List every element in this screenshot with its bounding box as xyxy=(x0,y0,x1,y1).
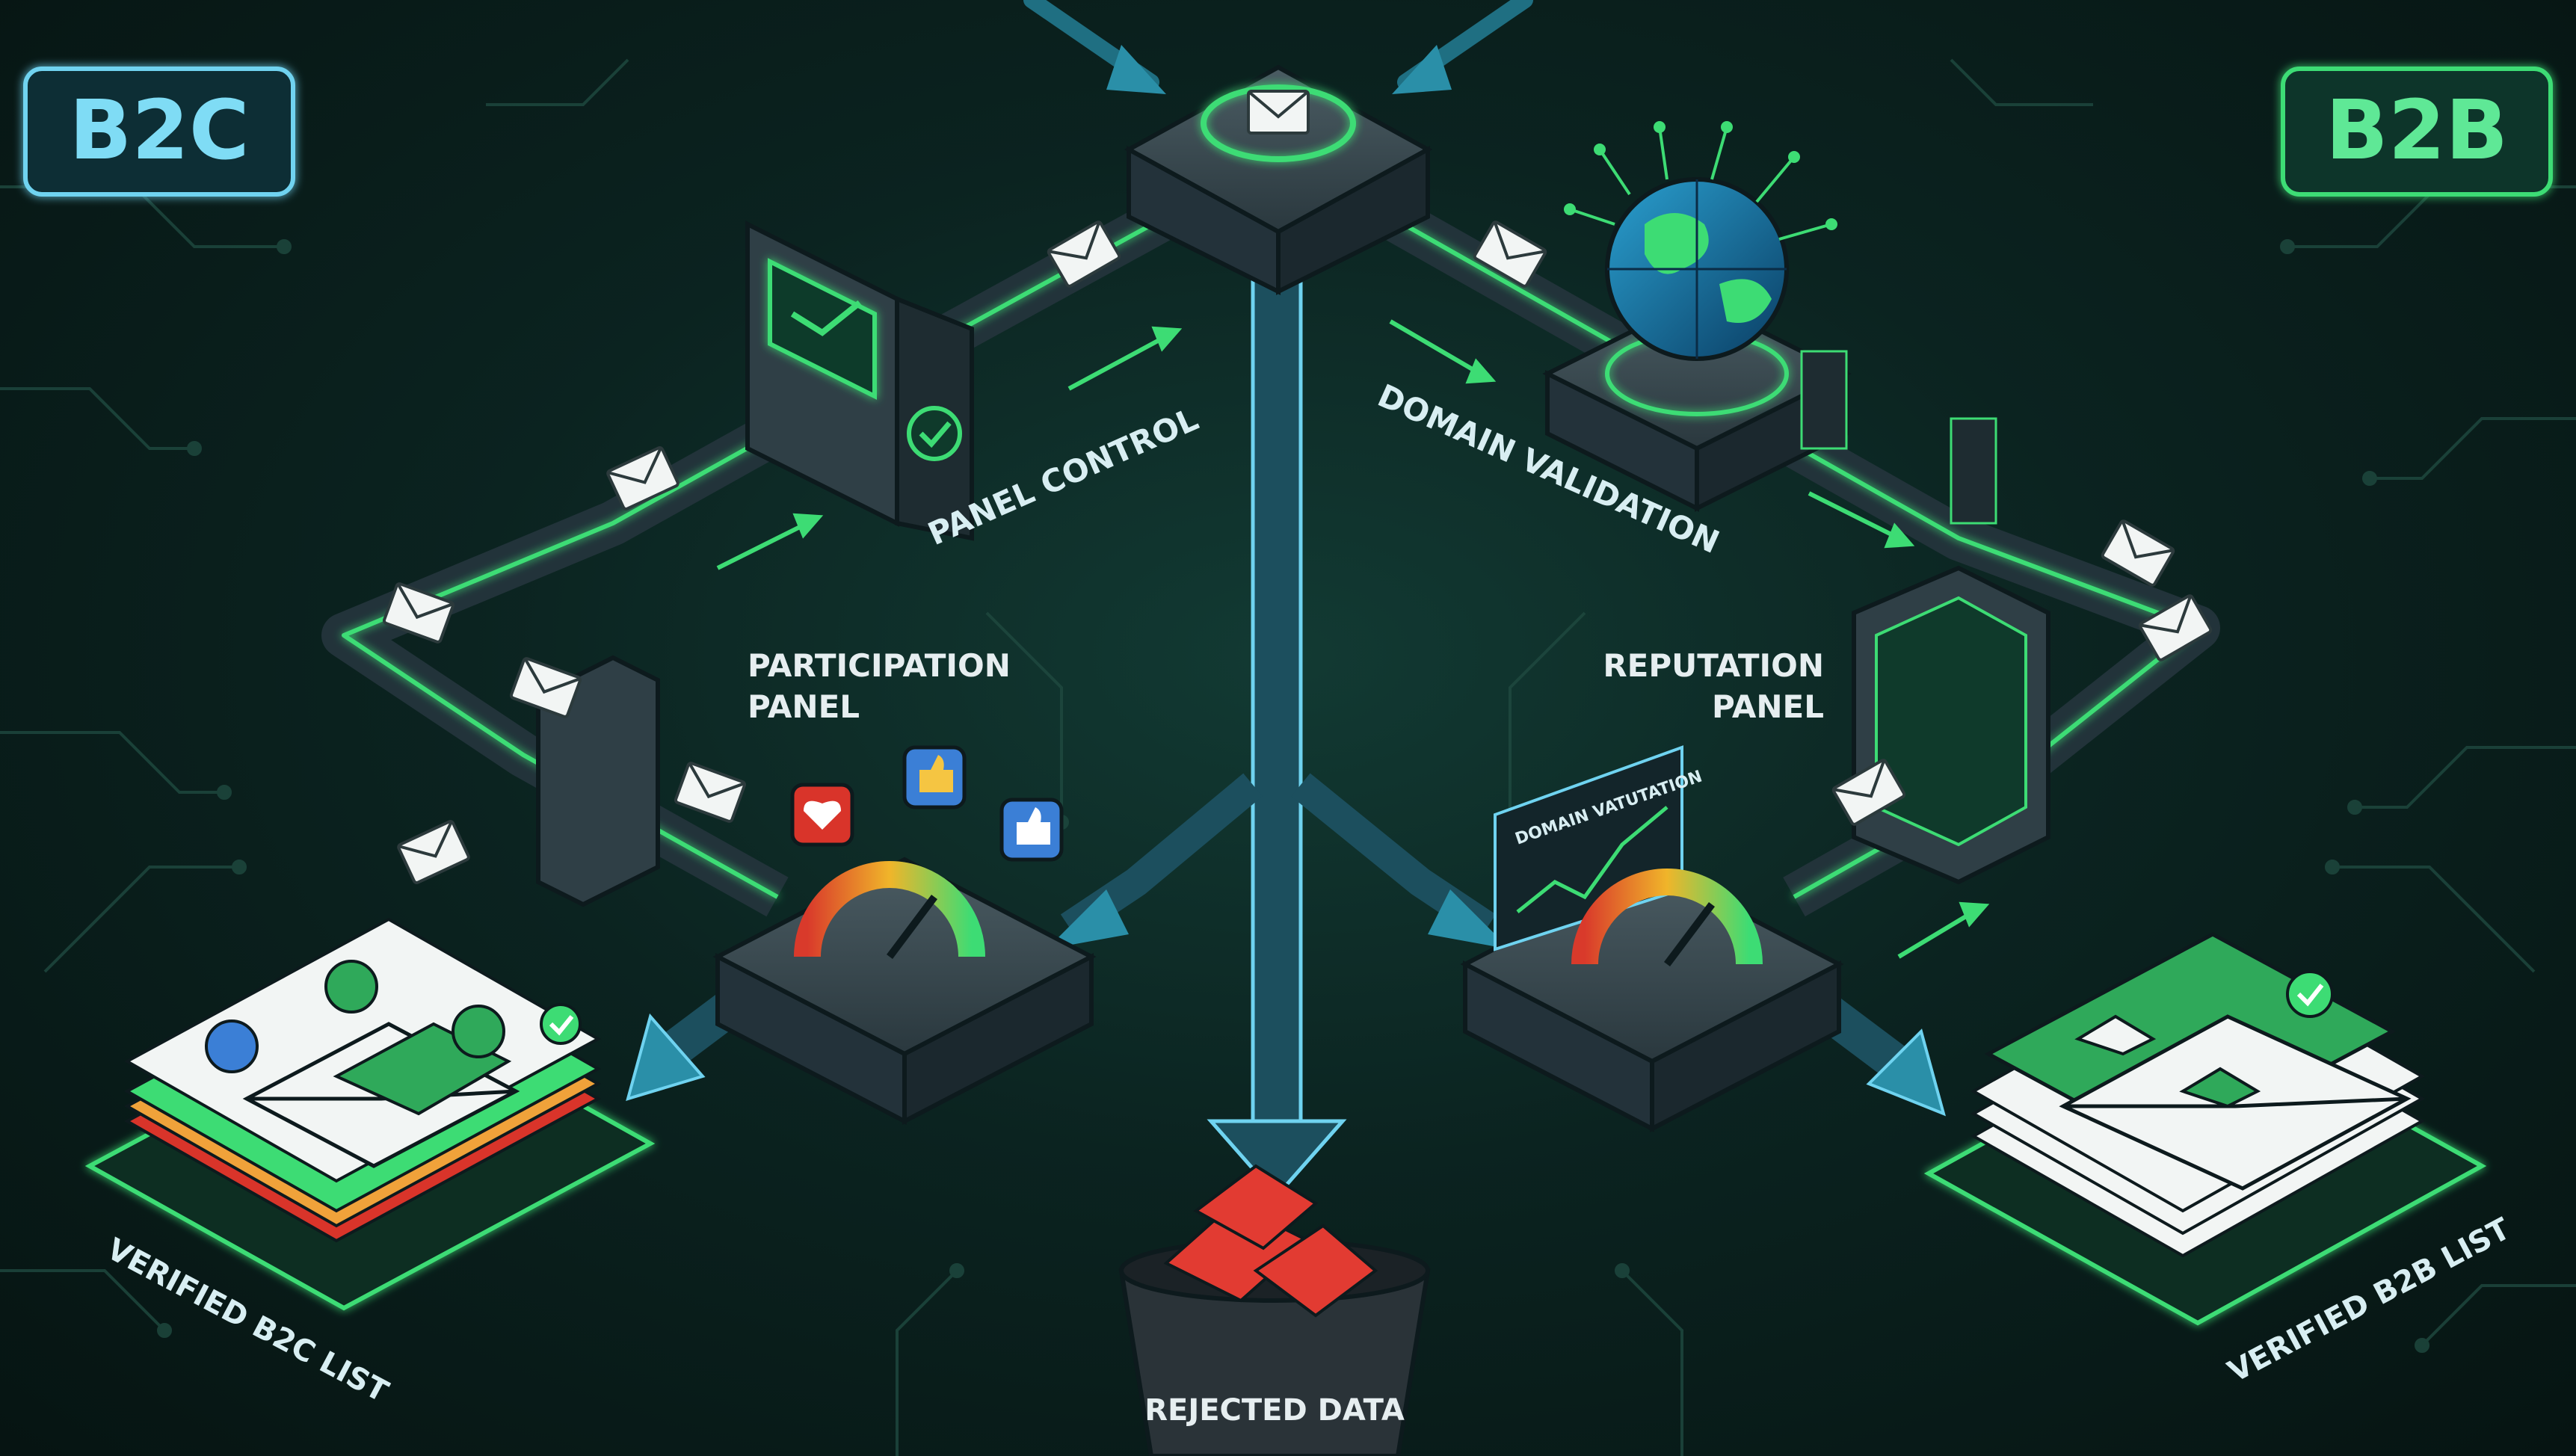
checkmark-icon xyxy=(549,1015,574,1036)
checkmark-icon xyxy=(2296,984,2324,1007)
b2b-label: B2B xyxy=(2326,82,2508,178)
rejected-label: REJECTED DATA xyxy=(1144,1393,1405,1428)
b2b-badge: B2B xyxy=(2281,67,2553,197)
rejected-bin: REJECTED DATA xyxy=(1118,1164,1431,1456)
checkmark-icon xyxy=(790,300,862,336)
building-icon xyxy=(1950,417,1997,525)
circuit-traces xyxy=(0,58,2576,1456)
b2c-label: B2C xyxy=(69,82,249,178)
participation-panel-label-1: PARTICIPATION xyxy=(748,647,1011,684)
b2c-badge: B2C xyxy=(23,67,295,197)
verified-b2c-stack: VERIFIED B2C LIST xyxy=(84,917,656,1410)
handshake-icon xyxy=(2074,1014,2157,1056)
reputation-panel-label-2: PANEL xyxy=(1712,688,1824,725)
panel-control-machine xyxy=(745,220,974,541)
reputation-gate xyxy=(1852,565,2050,885)
thumbs-up-icon xyxy=(919,755,953,792)
thumbs-up-icon xyxy=(1017,807,1050,845)
intake-hub xyxy=(1124,64,1433,295)
avatar xyxy=(452,1005,505,1058)
reject-pipe xyxy=(1047,267,1510,1199)
participation-panel-machine xyxy=(712,745,1097,1125)
gauge-icon xyxy=(1571,869,1763,965)
building-icon xyxy=(1800,350,1848,450)
avatar xyxy=(205,1019,259,1073)
verified-b2b-stack: VERIFIED B2B LIST xyxy=(1923,932,2516,1389)
envelope-icon xyxy=(1247,90,1310,135)
reputation-panel-machine: DOMAIN VATUTATION xyxy=(1460,745,1844,1132)
avatar xyxy=(324,960,378,1014)
reputation-panel-label-1: REPUTATION xyxy=(1603,647,1824,684)
participation-panel-label-2: PANEL xyxy=(748,688,860,725)
domain-validation-machine xyxy=(1542,121,1997,525)
envelope-icon xyxy=(395,818,472,886)
flow-arrows xyxy=(716,319,1990,959)
handshake-icon xyxy=(2179,1067,2261,1108)
envelope-icon xyxy=(673,761,748,824)
heart-icon xyxy=(804,801,841,830)
arrow-head-left-in xyxy=(1106,45,1166,94)
participation-gate xyxy=(536,655,660,907)
envelope-icon xyxy=(508,656,583,719)
arrow-head-right-in xyxy=(1392,45,1452,94)
gauge-icon xyxy=(794,861,985,957)
